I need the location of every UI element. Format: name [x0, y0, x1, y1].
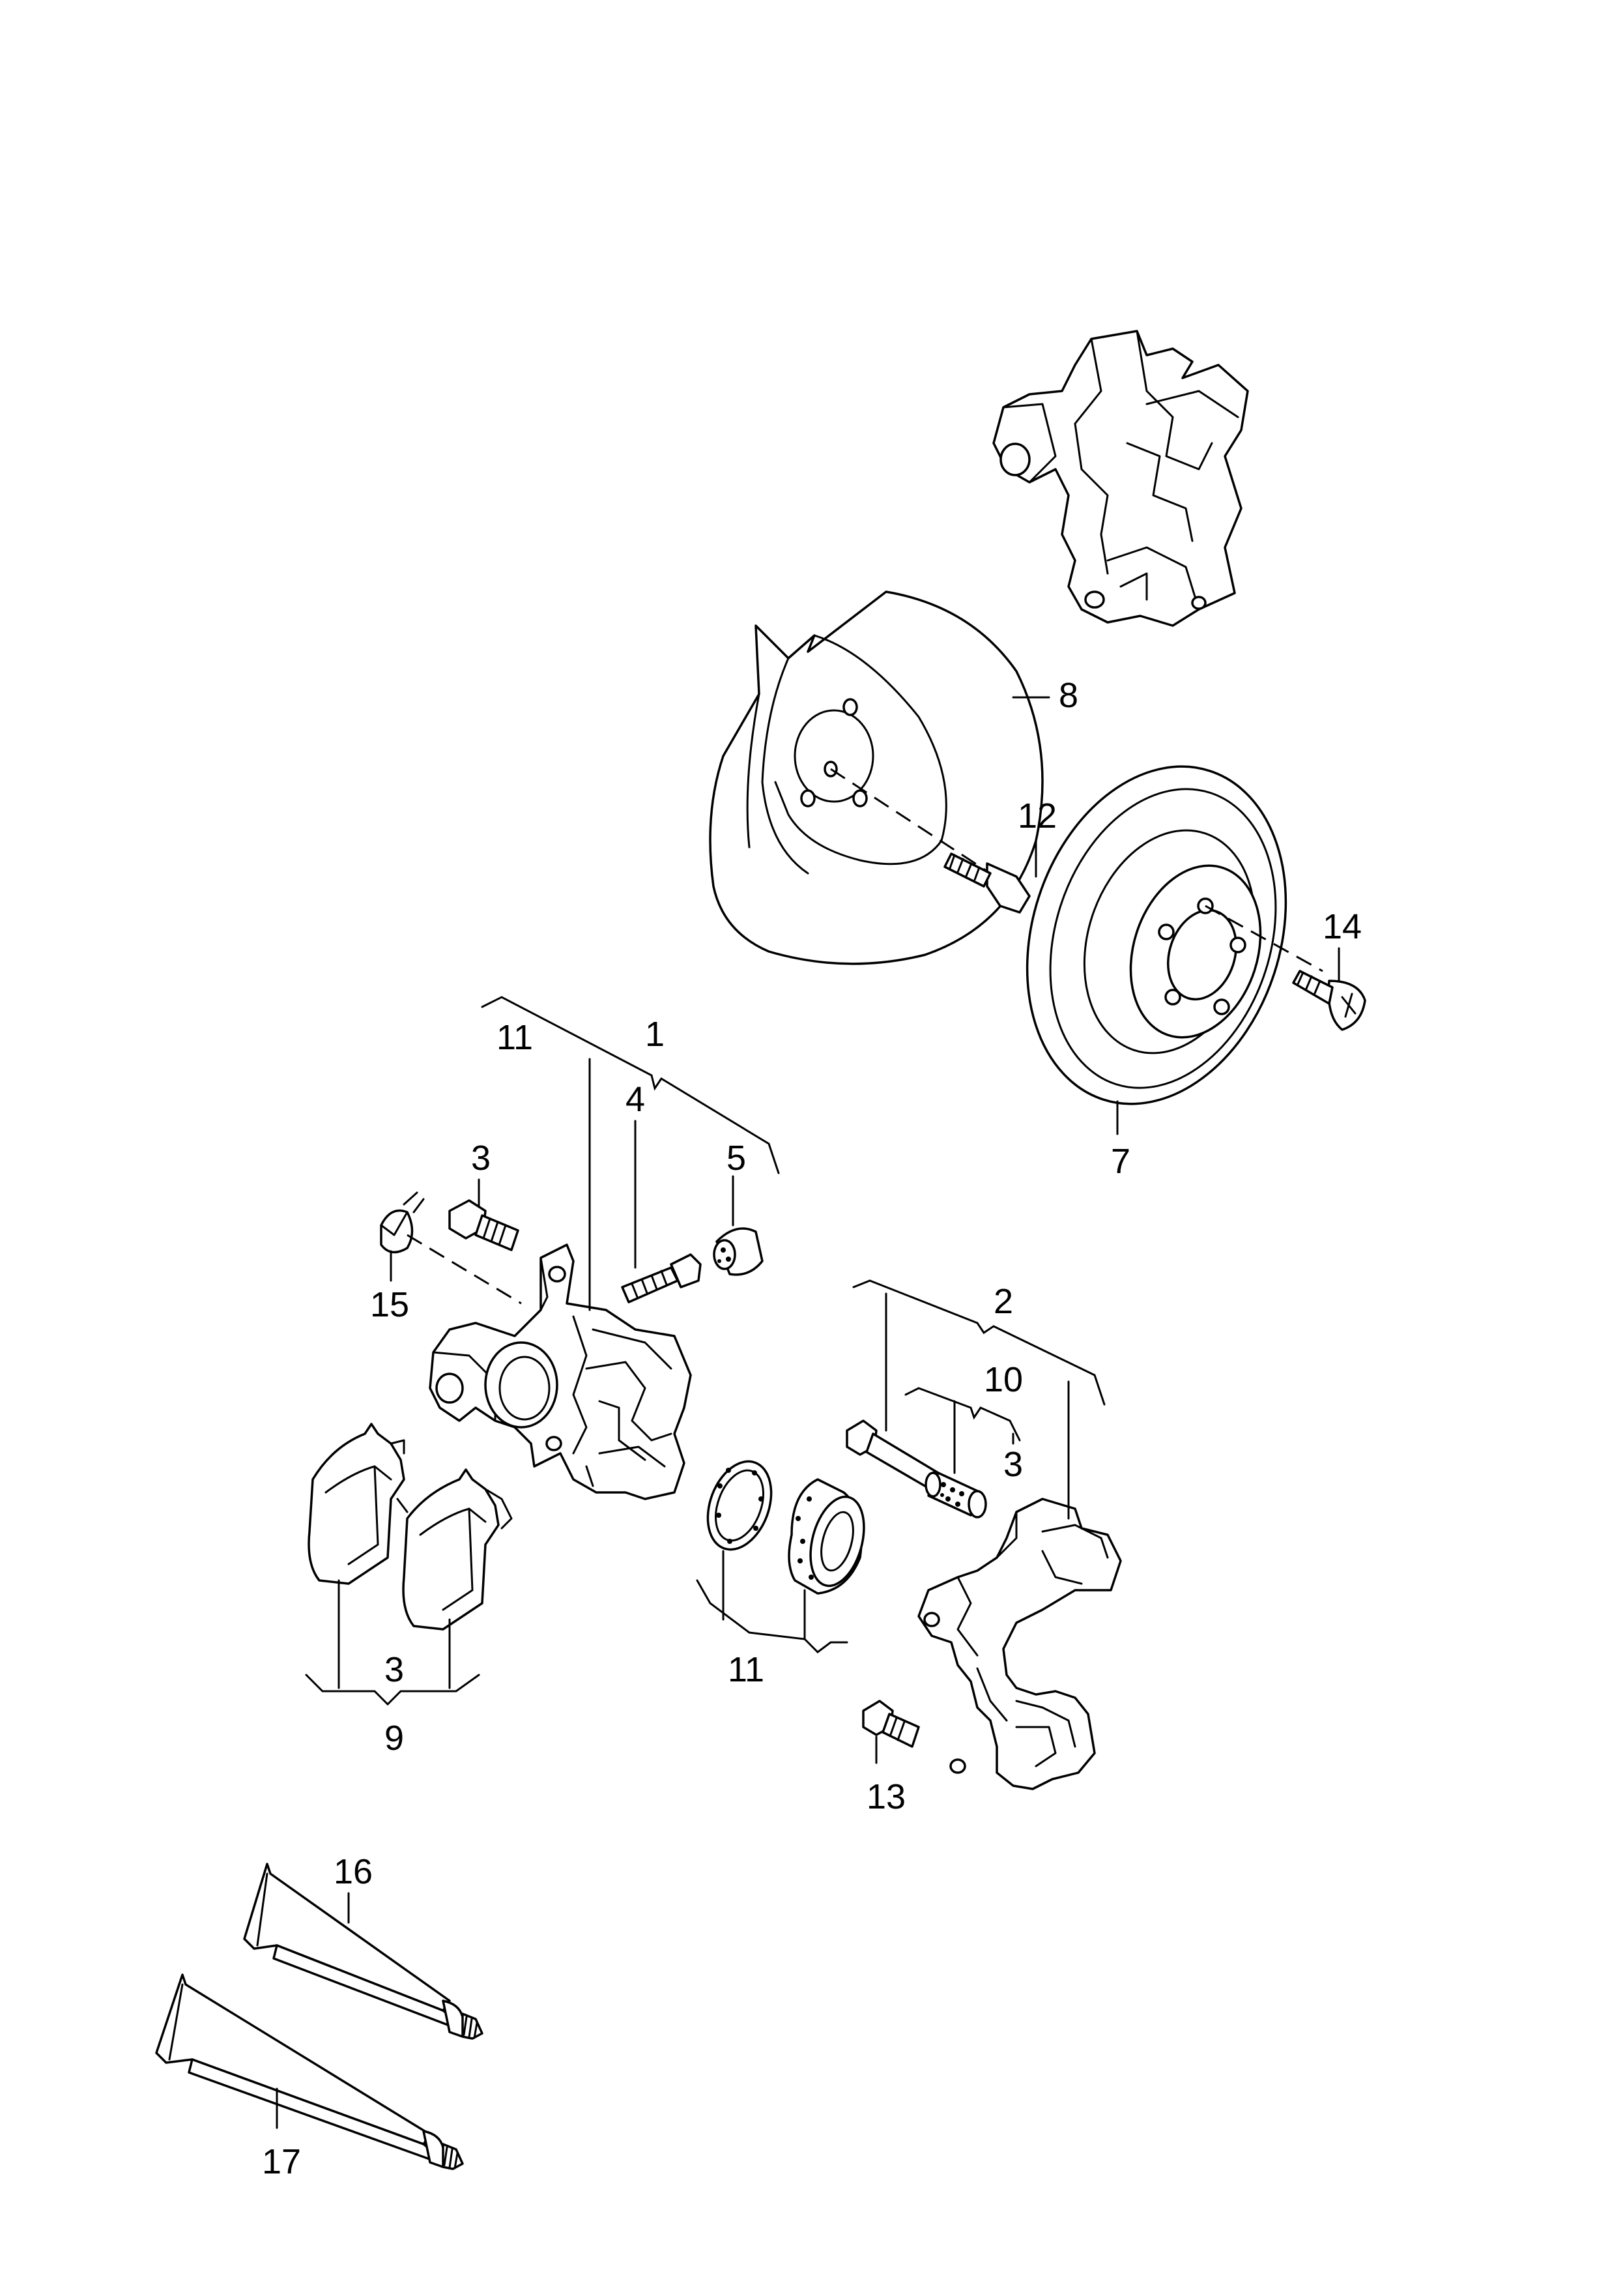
dust-cap-5: [713, 1227, 764, 1276]
caliper-carrier: [917, 1498, 1122, 1790]
brake-pad-outer: [308, 1423, 409, 1585]
callout-10: 10: [984, 1360, 1023, 1399]
callout-1: 1: [645, 1015, 665, 1054]
callout-3-sleeve: 3: [1003, 1445, 1023, 1484]
callout-12: 12: [1018, 796, 1057, 836]
brake-disc: [1026, 765, 1287, 1105]
grease-tube-17: [155, 1973, 464, 2170]
brake-caliper-housing: [429, 1243, 692, 1500]
brake-pad-inner: [402, 1468, 513, 1631]
brake-splash-plate: [709, 590, 1044, 965]
callout-2: 2: [994, 1282, 1013, 1321]
callout-4: 4: [625, 1080, 645, 1119]
leader-lines: [276, 696, 1340, 2129]
callout-9: 9: [384, 1719, 404, 1758]
callout-16: 16: [334, 1852, 373, 1891]
callout-11-bearing: 11: [728, 1650, 764, 1689]
callout-17: 17: [262, 2142, 301, 2181]
callout-11-top: 11: [496, 1018, 533, 1057]
caliper-bolt-3: [448, 1199, 519, 1251]
callout-15: 15: [370, 1285, 409, 1324]
bleeder-valve-4: [621, 1253, 702, 1303]
callout-5: 5: [726, 1139, 746, 1178]
wheel-bearing: [788, 1478, 865, 1595]
callout-13: 13: [867, 1777, 906, 1816]
screw-14: [1205, 905, 1366, 1031]
bolt-13: [862, 1700, 920, 1748]
callout-8: 8: [1059, 676, 1078, 715]
guide-sleeve: [925, 1472, 987, 1519]
callout-3-bolt: 3: [471, 1139, 491, 1178]
brake-caliper-assembly: [992, 330, 1249, 627]
callout-3-pads: 3: [384, 1650, 404, 1689]
cap-15: [380, 1191, 522, 1305]
bolt-12: [830, 768, 1031, 914]
callout-labels: 8 12 14 7 11 1 4 5 3 15 2 10 3 3 9 11 13…: [262, 676, 1362, 2181]
callout-14: 14: [1323, 907, 1362, 946]
grease-tube-16: [243, 1863, 483, 2040]
callout-7: 7: [1111, 1142, 1130, 1181]
sealing-ring: [706, 1460, 773, 1551]
